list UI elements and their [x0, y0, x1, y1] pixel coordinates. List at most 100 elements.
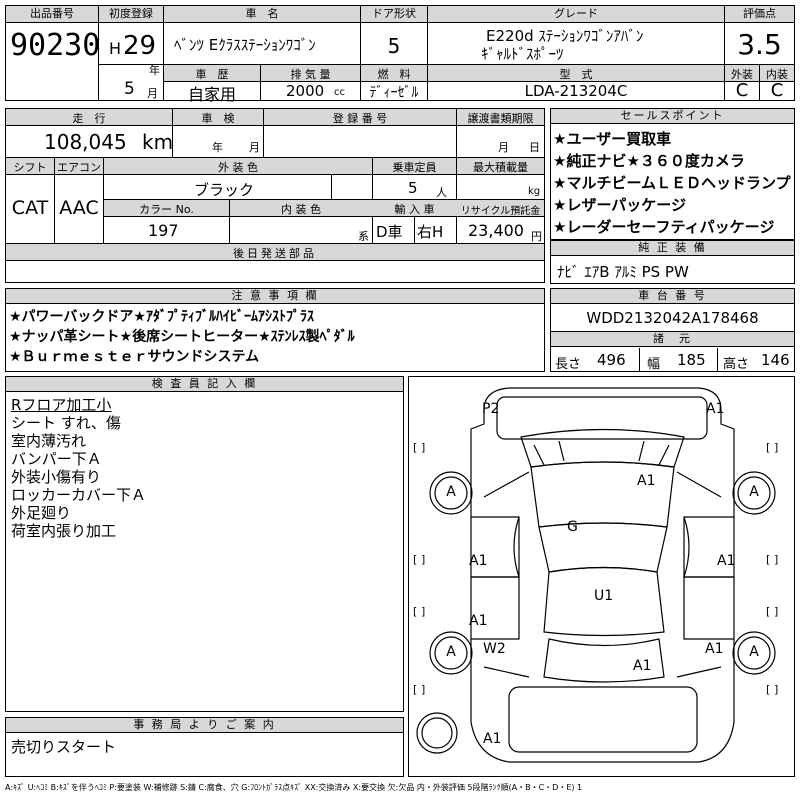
sales-point-item: ★レーダーセーフティパッケージ [553, 218, 775, 236]
svg-text:]: ] [774, 605, 778, 618]
fuel-label: 燃 料 [377, 68, 411, 81]
width-label: 幅 [647, 357, 661, 372]
inspector-note: 室内薄汚れ [11, 432, 87, 450]
damage-mark-right-door-rear: A1 [717, 553, 736, 569]
svg-text:]: ] [421, 605, 425, 618]
caution-section: 注 意 事 項 欄 ★パワーバックドア★ｱﾀﾞﾌﾟﾃｨﾌﾞﾙﾊｲﾋﾞｰﾑｱｼｽﾄ… [5, 288, 545, 372]
transfer-month-unit: 月 [498, 141, 509, 154]
grade-line-2: ｷﾞｬﾙﾄﾞｽﾎﾟｰﾂ [481, 45, 564, 63]
exterior-label: 外装 [731, 68, 753, 81]
capacity-unit: 人 [436, 186, 447, 199]
recycle-value: 23,400 [468, 221, 524, 240]
inspector-label: 検 査 員 記 入 欄 [6, 377, 403, 392]
caution-label: 注 意 事 項 欄 [6, 289, 544, 304]
grade-label-cell: グレード [428, 6, 724, 23]
dimensions-label: 諸 元 [551, 332, 794, 347]
doors-label-cell: ドア形状 [361, 6, 427, 23]
inspection-year-unit: 年 [212, 141, 223, 154]
tire-mark-front-right: A [749, 644, 759, 660]
door-count: 5 [387, 34, 401, 58]
model-value: LDA-213204C [524, 82, 628, 100]
sales-point-item: ★マルチビームＬＥＤヘッドランプ [553, 174, 791, 192]
displacement-value: 2000 [286, 82, 325, 100]
car-outline-diagram: [] [] [] [] [] [] [] [] [413, 387, 778, 763]
damage-mark-left-door-rear: A1 [469, 553, 488, 569]
displacement-label: 排 気 量 [290, 68, 331, 81]
ext-color-value: ブラック [194, 181, 255, 199]
color-no-value: 197 [148, 221, 179, 240]
score-value: 3.5 [737, 28, 782, 61]
caution-item: ★ナッパ革シート★後席シートヒーター★ｽﾃﾝﾚｽ製ﾍﾟﾀﾞﾙ [9, 329, 355, 345]
svg-text:]: ] [774, 553, 778, 566]
int-color-unit: 系 [358, 230, 369, 243]
import-value: D車 [376, 223, 403, 241]
svg-text:[: [ [766, 683, 770, 696]
capacity-value: 5 [408, 179, 418, 197]
fuel-value: ﾃﾞｨｰｾﾞﾙ [369, 85, 419, 101]
damage-mark-glass: G [567, 519, 578, 535]
transfer-label: 譲渡書類期限 [467, 112, 534, 125]
office-text: 売切りスタート [11, 738, 117, 756]
svg-text:]: ] [421, 553, 425, 566]
interior-label: 内装 [766, 68, 788, 81]
header-section: 出品番号 90230 初度登録 H 29 年 5 月 車 名 ﾍﾞﾝﾂ Eｸﾗｽ… [5, 5, 795, 104]
load-label: 最大積載量 [473, 161, 528, 174]
caution-item: ★パワーバックドア★ｱﾀﾞﾌﾟﾃｨﾌﾞﾙﾊｲﾋﾞｰﾑｱｼｽﾄﾌﾟﾗｽ [9, 309, 314, 325]
svg-text:[: [ [766, 553, 770, 566]
inspector-note: ロッカーカバー下Ａ [11, 486, 147, 504]
shift-value: CAT [11, 197, 49, 219]
svg-text:[: [ [413, 441, 417, 454]
damage-mark-rear-right: A1 [706, 401, 725, 417]
shift-label: シフト [13, 161, 47, 174]
svg-text:[: [ [413, 553, 417, 566]
tire-mark-rear-right: A [749, 484, 759, 500]
damage-mark-right-door-front: A1 [705, 641, 724, 657]
office-section: 事 務 局 よ り ご 案 内 売切りスタート [5, 717, 404, 777]
ac-label: エアコン [57, 161, 101, 174]
lot-number: 90230 [10, 28, 101, 63]
ext-color-label: 外 装 色 [218, 161, 258, 174]
height-value: 146 [761, 351, 790, 369]
inspector-note: Rフロア加工小 [11, 396, 112, 414]
inspection-label: 車 検 [201, 112, 235, 125]
transfer-day-unit: 日 [529, 141, 540, 154]
color-no-label: カラー No. [139, 203, 194, 216]
svg-text:]: ] [421, 683, 425, 696]
svg-text:]: ] [774, 441, 778, 454]
svg-text:[: [ [413, 605, 417, 618]
length-value: 496 [597, 351, 626, 369]
steering-value: 右H [417, 223, 444, 241]
caution-item: ★Ｂｕｒｍｅｓｔｅｒサウンドシステム [9, 349, 260, 365]
sales-point-item: ★レザーパッケージ [553, 196, 686, 214]
caution-list: ★パワーバックドア★ｱﾀﾞﾌﾟﾃｨﾌﾞﾙﾊｲﾋﾞｰﾑｱｼｽﾄﾌﾟﾗｽ ★ナッパ革… [9, 307, 355, 367]
inspector-note: 外足廻り [11, 504, 72, 522]
history-value: 自家用 [187, 85, 236, 104]
car-name: ﾍﾞﾝﾂ Eｸﾗｽｽﾃｰｼｮﾝﾜｺﾞﾝ [174, 36, 316, 54]
model-label: 型 式 [559, 68, 593, 81]
car-diagram: [] [] [] [] [] [] [] [] P2 A1 A1 G U1 A1… [408, 376, 795, 777]
score-label-cell: 評価点 [725, 6, 794, 23]
damage-mark-hood-dent: U1 [594, 588, 614, 604]
equipment-section: 純 正 装 備 ﾅﾋﾞ ｴｱB ｱﾙﾐ PS PW [550, 240, 795, 284]
first-reg-label-cell: 初度登録 [99, 6, 163, 23]
reg-month: 5 [124, 79, 135, 99]
damage-mark-hood: A1 [633, 658, 652, 674]
mileage-unit: km [142, 130, 174, 154]
grade-line-1: E220d ｽﾃｰｼｮﾝﾜｺﾞﾝｱﾊﾞﾝ [486, 27, 644, 45]
inspector-note: バンパー下Ａ [11, 450, 102, 468]
history-label: 車 歴 [195, 68, 229, 81]
capacity-label: 乗車定員 [392, 161, 437, 174]
era-letter: H [109, 39, 122, 58]
specs-section: 走 行 車 検 登 録 番 号 譲渡書類期限 108,045 km 年 月 月 … [5, 108, 545, 283]
damage-mark-front-bumper: A1 [483, 731, 502, 747]
svg-text:[: [ [413, 683, 417, 696]
tire-mark-rear-left: A [446, 484, 456, 500]
inspector-notes: Rフロア加工小 シート すれ、傷 室内薄汚れ バンパー下Ａ 外装小傷有り ロッカ… [11, 396, 146, 540]
recycle-unit: 円 [531, 230, 542, 243]
damage-mark-roof: A1 [637, 473, 656, 489]
svg-text:]: ] [774, 683, 778, 696]
interior-grade: C [770, 80, 784, 101]
sales-point-item: ★純正ナビ★３６０度カメラ [553, 152, 745, 170]
exterior-grade: C [735, 80, 749, 101]
plate-label: 登 録 番 号 [332, 112, 388, 125]
